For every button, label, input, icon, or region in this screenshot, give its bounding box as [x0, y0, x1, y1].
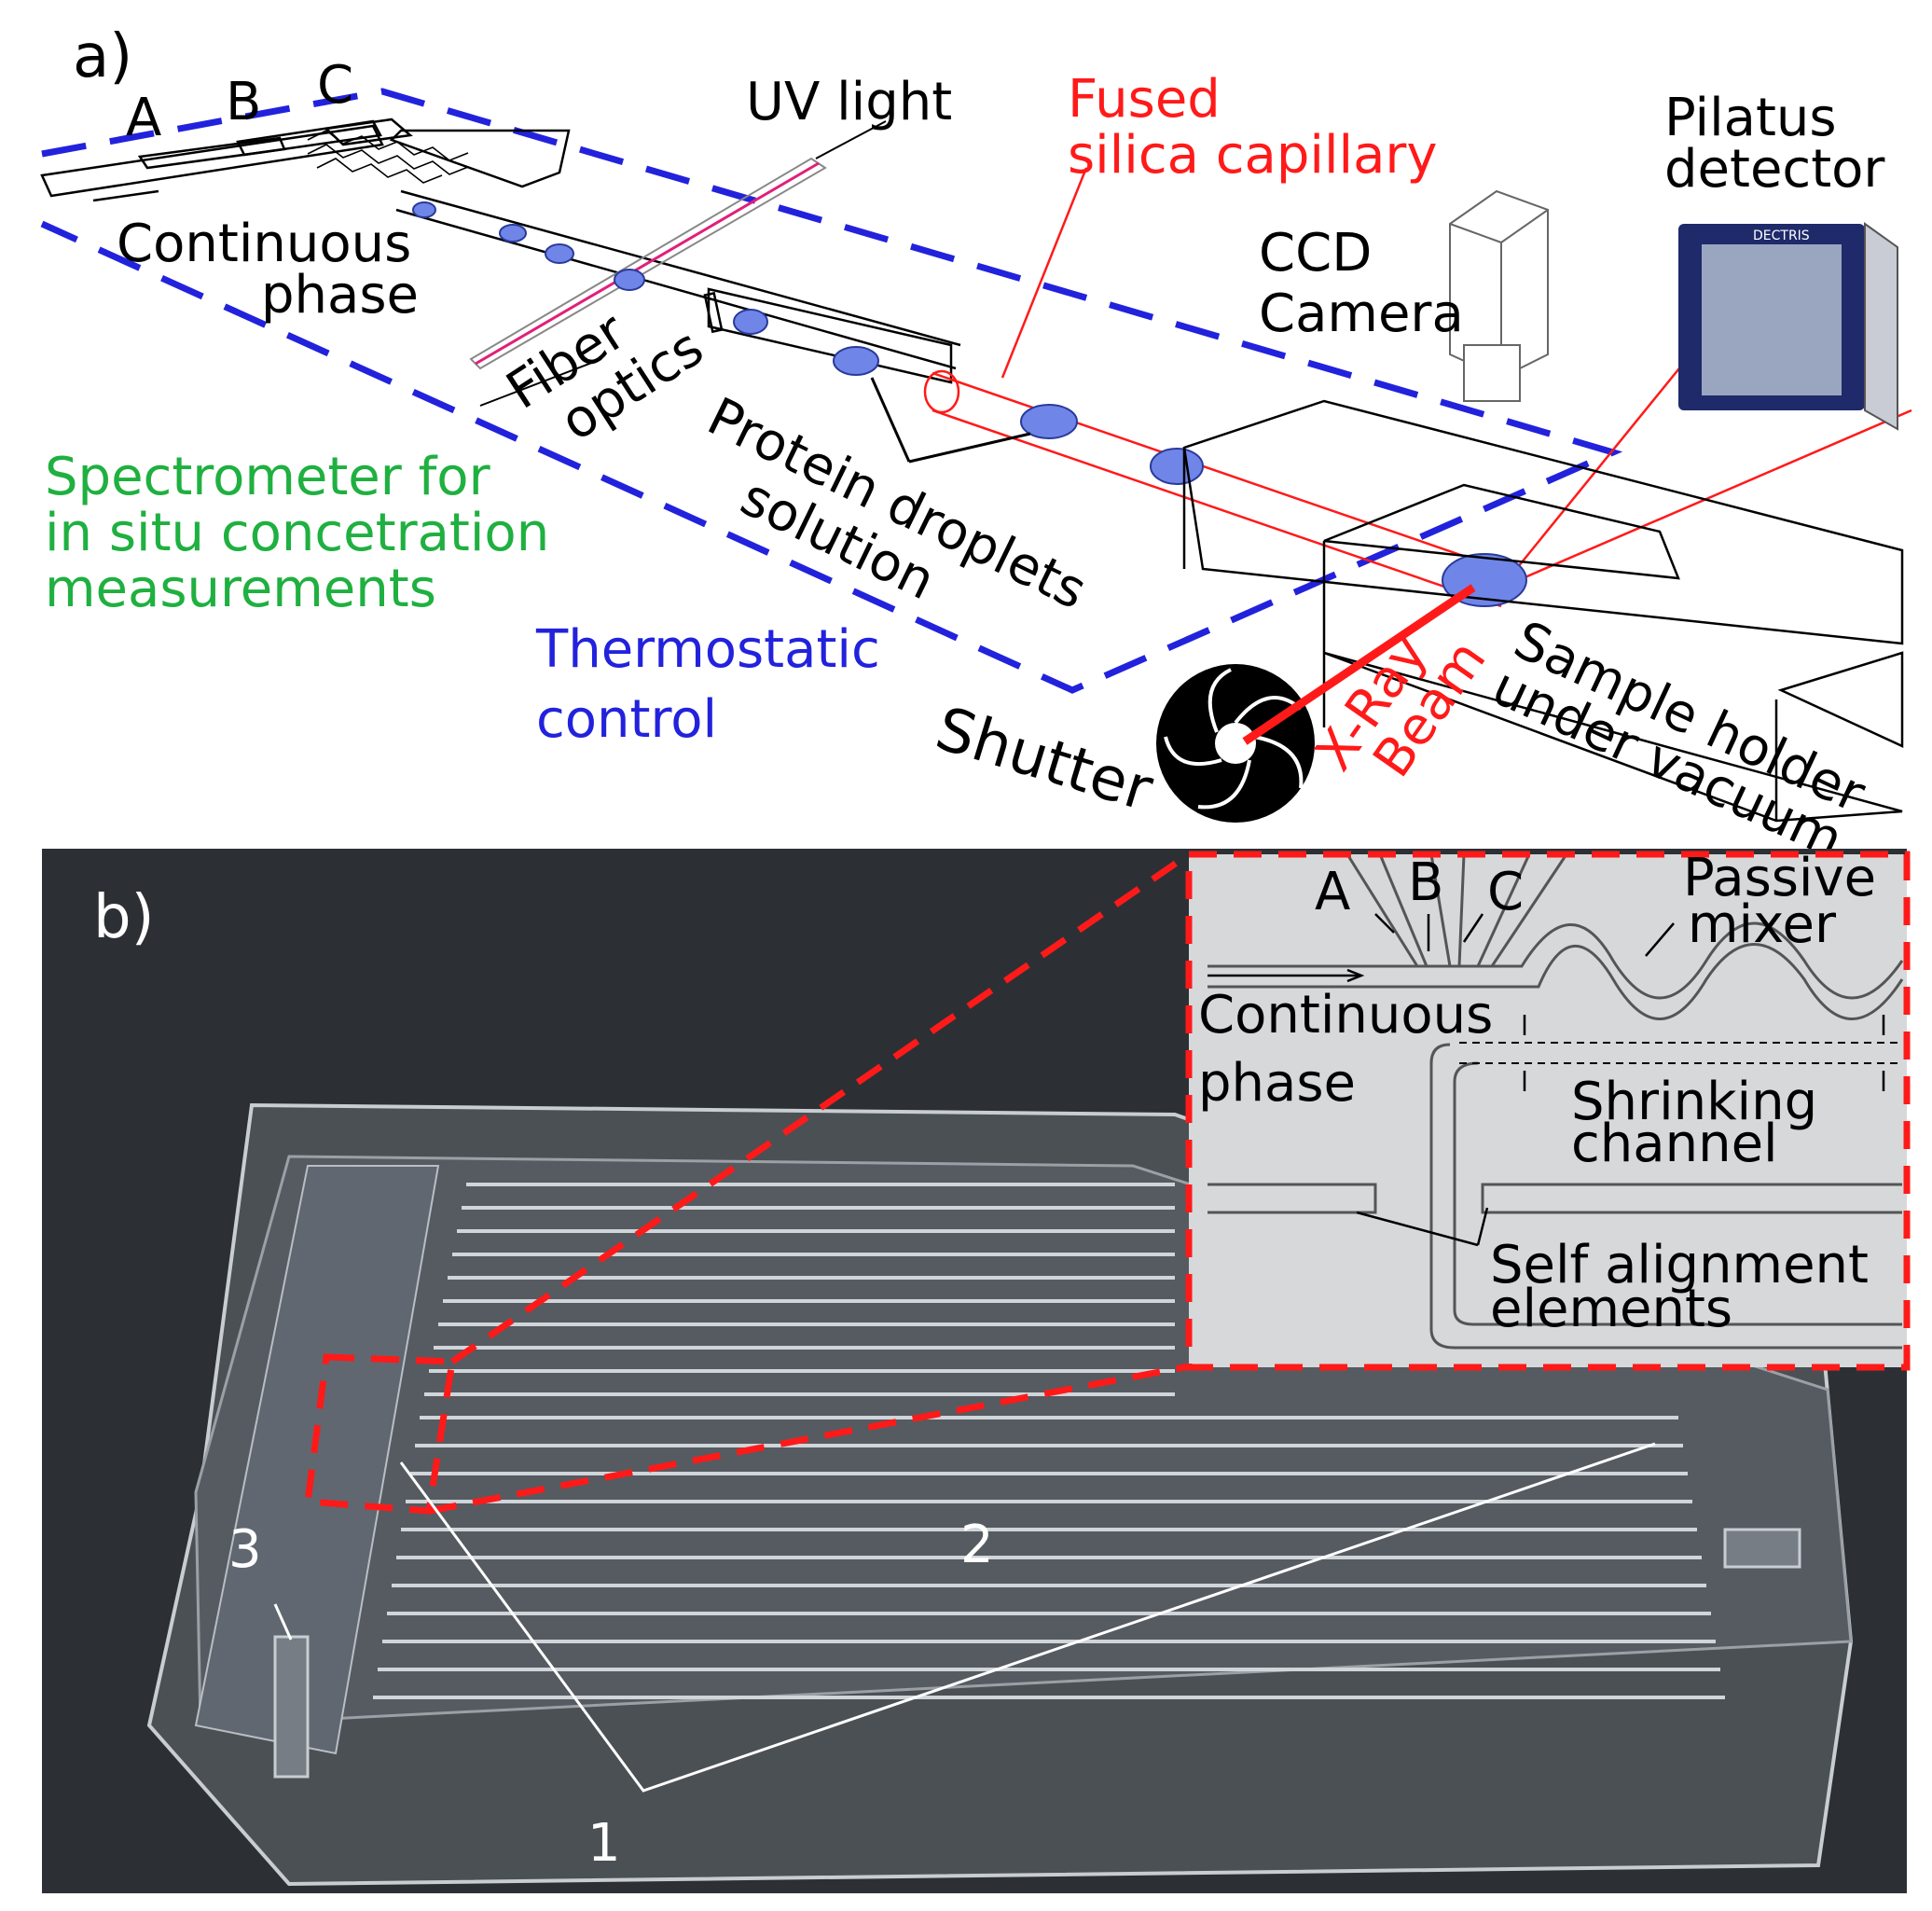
inset-inlet-a: A: [1315, 862, 1350, 922]
microfluidic-channel: [40, 118, 961, 384]
panel-a-tag: a): [73, 22, 132, 91]
inlet-c-label: C: [317, 55, 353, 116]
continuous-phase-line2: phase: [261, 265, 419, 325]
panel-a: DECTRIS a) A B C Continuous phase UV lig: [40, 22, 1912, 871]
panel-b: b) 1 2 3: [42, 848, 1911, 1893]
shutter-label: Shutter: [928, 695, 1161, 825]
chip-label-2: 2: [960, 1515, 994, 1575]
ccd-line1: CCD: [1259, 223, 1372, 284]
fused-silica-line1: Fused: [1068, 69, 1221, 130]
self-align-line2: elements: [1490, 1279, 1732, 1339]
panel-b-tag: b): [93, 883, 155, 952]
passive-mixer-line2: mixer: [1688, 894, 1837, 955]
sample-holder: [1182, 399, 1904, 823]
ccd-line2: Camera: [1259, 284, 1464, 344]
thermostatic-line2: control: [536, 689, 717, 750]
continuous-phase-line1: Continuous: [117, 214, 411, 274]
pilatus-detector-icon: DECTRIS: [1678, 222, 1898, 431]
detector-brand: DECTRIS: [1753, 228, 1810, 243]
inset-zoom: A B C Passive mixer Continuous phase Shr…: [1185, 848, 1911, 1371]
inlet-b-label: B: [226, 72, 261, 132]
inset-inlet-b: B: [1408, 852, 1443, 913]
uv-fiber-optics: [469, 157, 827, 370]
chip-label-3: 3: [228, 1519, 262, 1580]
chip-label-1: 1: [587, 1813, 621, 1874]
spectrometer-line1: Spectrometer for: [45, 447, 491, 507]
fused-silica-line2: silica capillary: [1068, 125, 1438, 186]
pilatus-line1: Pilatus: [1664, 88, 1837, 148]
shutter-icon: [1156, 664, 1315, 823]
uv-light-label: UV light: [746, 72, 952, 132]
inset-continuous-line1: Continuous: [1198, 985, 1493, 1046]
spectrometer-line3: measurements: [45, 559, 436, 619]
inset-inlet-c: C: [1487, 862, 1524, 922]
leader-1: [399, 1442, 1656, 1793]
xray-beam: [1242, 584, 1476, 745]
pilatus-line2: detector: [1664, 139, 1885, 200]
ccd-camera-icon: [1449, 189, 1549, 402]
thermostatic-boundary: [40, 88, 1623, 694]
passive-mixer-line1: Passive: [1683, 848, 1876, 908]
inset-continuous-line2: phase: [1198, 1053, 1356, 1114]
spectrometer-line2: in situ concetration: [45, 503, 549, 563]
shrinking-line1: Shrinking: [1571, 1072, 1817, 1132]
inlet-a-label: A: [126, 88, 161, 148]
zoom-region: [304, 852, 1191, 1515]
self-align-line1: Self alignment: [1490, 1235, 1869, 1295]
thermostatic-line1: Thermostatic: [535, 619, 880, 680]
shrinking-line2: channel: [1571, 1114, 1778, 1174]
